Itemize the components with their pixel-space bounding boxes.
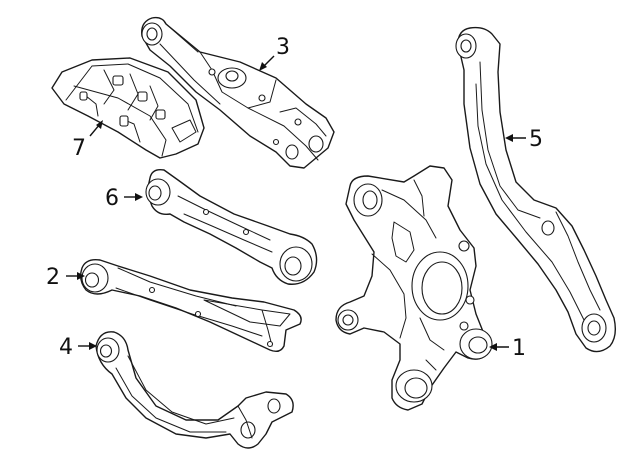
part-3-control-arm [141,16,335,169]
callout-label-2: 2 [46,265,60,290]
callout-4: 4 [59,335,97,360]
part-1-knuckle [335,165,493,411]
callout-6: 6 [105,186,143,211]
callout-label-3: 3 [276,35,290,60]
part-7-bracket [51,57,205,159]
callout-5: 5 [505,127,543,152]
part-6-toe-link [145,168,318,285]
part-5-trailing-arm [455,26,617,353]
callout-label-7: 7 [72,136,86,161]
callout-1: 1 [489,336,526,361]
part-2-lower-arm [79,258,302,353]
part-4-camber-arm [95,331,294,449]
callout-7: 7 [72,120,103,161]
callout-label-1: 1 [512,336,526,361]
callout-label-6: 6 [105,186,119,211]
callout-label-4: 4 [59,335,73,360]
callout-2: 2 [46,265,85,290]
callout-label-5: 5 [529,127,543,152]
callout-3: 3 [259,35,290,71]
